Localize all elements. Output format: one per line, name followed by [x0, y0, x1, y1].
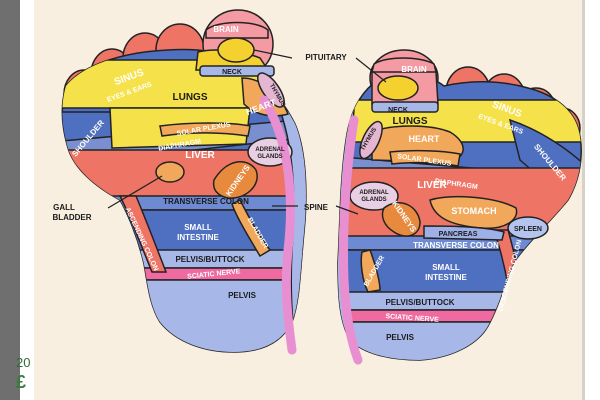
pituitary-line-left	[253, 49, 293, 59]
background-strip	[0, 0, 20, 400]
left-foot-adrenal-2-label: GLANDS	[257, 154, 282, 160]
partial-text-line-2: £	[16, 372, 27, 392]
right-foot-transverse-colon-label: TRANSVERSE COLON	[413, 241, 499, 250]
callouts-gall-bladder-2-label: BLADDER	[52, 213, 91, 222]
left-foot-lungs-label: LUNGS	[173, 92, 208, 103]
pituitary-line-right	[355, 57, 387, 83]
right-spleen	[507, 216, 549, 240]
right-bladder	[360, 249, 381, 293]
left-brain-cap	[205, 21, 269, 39]
left-foot	[61, 9, 307, 355]
right-pancreas	[423, 225, 505, 241]
right-neck-band	[371, 101, 439, 113]
right-foot-sciatic-nerve-label: SCIATIC NERVE	[385, 313, 439, 324]
spine-line-right	[335, 205, 359, 215]
right-foot-brain-label: BRAIN	[401, 65, 427, 74]
right-foot-pelvis-label: PELVIS	[386, 333, 415, 342]
left-foot-transverse-colon-label: TRANSVERSE COLON	[163, 197, 249, 206]
gall-bladder-line	[107, 175, 163, 209]
right-sciatic-zone	[338, 309, 582, 323]
left-gall-bladder	[155, 161, 185, 183]
left-foot-adrenal-1-label: ADRENAL	[255, 147, 285, 153]
right-foot-lungs-label: LUNGS	[393, 116, 428, 127]
right-foot-pelvis-buttock-label: PELVIS/BUTTOCK	[385, 298, 454, 307]
right-foot-adrenal-2-label: GLANDS	[361, 197, 386, 203]
left-foot-small-intestine-1-label: SMALL	[184, 223, 212, 232]
callouts-pituitary-label: PITUITARY	[305, 53, 347, 62]
left-kidneys	[212, 160, 258, 199]
card-edge	[582, 0, 585, 400]
right-foot-small-intestine-2-label: INTESTINE	[425, 273, 467, 282]
left-solar-plexus-zone	[159, 122, 251, 137]
right-foot-spleen-label: SPLEEN	[514, 226, 542, 233]
left-foot-neck-label: NECK	[222, 69, 242, 76]
right-kidneys	[381, 202, 421, 237]
left-pituitary-dot	[217, 37, 255, 63]
left-foot-brain-label: BRAIN	[213, 25, 239, 34]
right-foot-heart-label: HEART	[409, 134, 441, 144]
left-foot-pelvis-label: PELVIS	[228, 291, 257, 300]
left-neck-band	[199, 65, 275, 77]
partial-price-text: 20 £	[16, 355, 30, 393]
partial-text-line-1: 20	[16, 355, 31, 370]
left-foot-liver-label: LIVER	[185, 150, 215, 161]
right-foot-pancreas-label: PANCREAS	[439, 231, 478, 238]
right-pelvis-buttock-zone	[338, 291, 582, 311]
right-foot-adrenal-1-label: ADRENAL	[359, 190, 389, 196]
right-thymus-zone	[359, 120, 383, 160]
right-foot-stomach-label: STOMACH	[451, 206, 496, 216]
left-ascending-colon	[118, 195, 168, 273]
left-thymus-zone	[257, 72, 285, 108]
right-pelvis-zone	[338, 321, 582, 360]
left-foot-small-intestine-2-label: INTESTINE	[177, 233, 219, 242]
right-spine	[338, 115, 363, 365]
right-adrenal-glands	[349, 181, 399, 211]
right-foot-neck-label: NECK	[388, 107, 408, 114]
callouts-gall-bladder-1-label: GALL	[53, 203, 75, 212]
right-pituitary-dot	[377, 75, 419, 101]
left-bladder	[231, 198, 272, 258]
left-spine	[259, 95, 297, 355]
left-pelvis-zone	[62, 279, 306, 353]
callouts-spine-label: SPINE	[304, 203, 329, 212]
right-foot-small-intestine-1-label: SMALL	[432, 263, 460, 272]
right-foot-liver-label: LIVER	[417, 180, 447, 191]
left-foot-pelvis-buttock-label: PELVIS/BUTTOCK	[175, 255, 244, 264]
left-sciatic-zone	[62, 267, 306, 281]
right-solar-plexus-zone	[389, 149, 461, 167]
right-brain-cap	[371, 57, 437, 73]
